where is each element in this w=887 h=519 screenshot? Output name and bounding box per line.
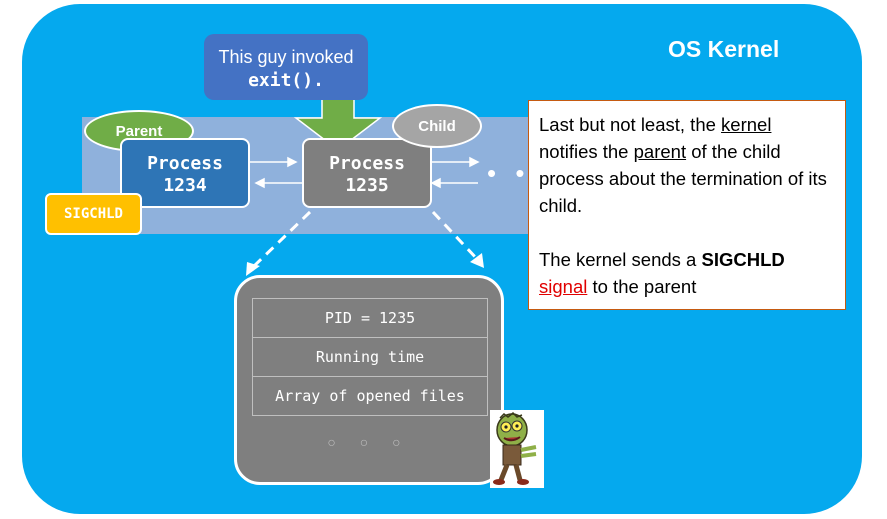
note-text: of the child process about the terminati… [539,141,827,216]
callout-code: exit(). [248,70,324,91]
more-processes-dots: • • [487,158,531,188]
pcb-row-opened-files: Array of opened files [252,377,488,416]
kernel-title: OS Kernel [668,36,780,62]
note-paragraph-1: Last but not least, the kernel notifies … [539,111,835,219]
note-paragraph-2: The kernel sends a SIGCHLD signal to the… [539,246,835,300]
note-text: The kernel sends a [539,249,702,270]
parent-process-label: Process [147,153,223,174]
child-process-box: Process 1235 [302,138,432,208]
child-process-label: Process [329,153,405,174]
parent-process-pid: 1234 [163,175,207,196]
child-tag: Child [392,104,482,148]
note-parent-term: parent [633,141,687,162]
callout-text: This guy invoked [218,47,354,67]
note-text: notifies the [539,141,634,162]
note-text: to the parent [587,276,697,297]
exit-callout: This guy invoked exit(). [204,34,368,100]
process-control-block: PID = 1235 Running time Array of opened … [234,275,504,485]
note-text: Last but not least, the [539,114,722,135]
child-process-pid: 1235 [345,175,389,196]
note-signal-link[interactable]: signal [539,276,588,297]
pcb-row-running-time: Running time [252,338,488,377]
sigchld-badge: SIGCHLD [45,193,142,235]
note-sigchld-term: SIGCHLD [701,249,785,270]
zombie-icon [490,410,544,488]
pcb-row-pid: PID = 1235 [252,298,488,338]
pcb-more-dots: ○ ○ ○ [327,434,411,450]
explanation-note: Last but not least, the kernel notifies … [528,100,846,310]
note-kernel-term: kernel [721,114,772,135]
pcb-table: PID = 1235 Running time Array of opened … [252,298,488,416]
